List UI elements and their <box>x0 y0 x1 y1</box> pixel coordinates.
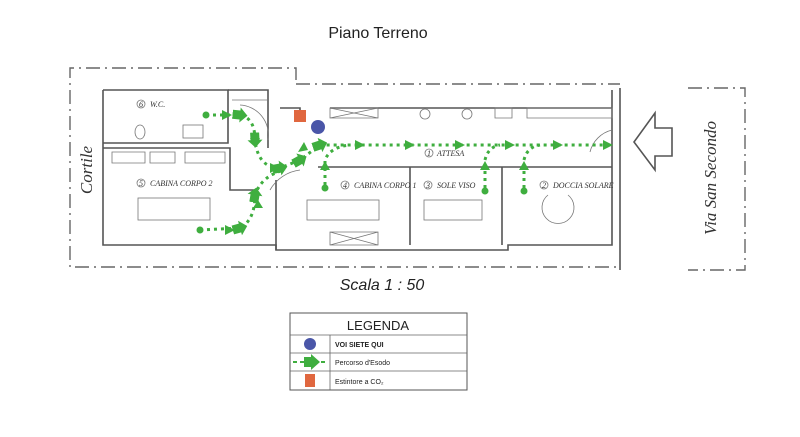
room-label-cabina-corpo-1: 4 CABINA CORPO 1 <box>340 180 417 190</box>
svg-text:1: 1 <box>427 149 431 158</box>
room-label-wc: 6 W.C. <box>136 99 165 109</box>
you-are-here-legend-icon <box>304 338 316 350</box>
room-label-sole-viso: 3 SOLE VISO <box>423 180 476 190</box>
svg-text:DOCCIA SOLARE: DOCCIA SOLARE <box>552 181 614 190</box>
legend-label: Estintore a CO₂ <box>335 379 384 386</box>
legend-label: Percorso d'Esodo <box>335 360 390 367</box>
exit-routes <box>196 107 613 236</box>
svg-text:4: 4 <box>343 181 347 190</box>
room-label-cabina-corpo-2: 5 CABINA CORPO 2 <box>136 178 213 188</box>
plan-title: Piano Terreno <box>328 25 427 42</box>
svg-text:3: 3 <box>425 181 430 190</box>
legend-title: LEGENDA <box>347 318 409 333</box>
svg-text:CABINA CORPO 2: CABINA CORPO 2 <box>150 179 213 188</box>
you-are-here-marker <box>311 120 325 134</box>
fire-extinguisher-icon <box>294 110 306 122</box>
svg-text:5: 5 <box>139 179 143 188</box>
entrance-arrow-icon <box>633 110 673 173</box>
svg-text:6: 6 <box>139 100 143 109</box>
svg-text:ATTESA: ATTESA <box>436 149 464 158</box>
building-walls <box>102 89 613 251</box>
svg-text:CABINA CORPO 1: CABINA CORPO 1 <box>354 181 417 190</box>
shower-icon <box>541 194 575 224</box>
beds <box>137 194 575 224</box>
scale-label: Scala 1 : 50 <box>340 277 425 294</box>
room-label-attesa: 1 ATTESA <box>424 148 464 158</box>
room-label-doccia-solare: 2 DOCCIA SOLARE <box>539 180 614 190</box>
svg-text:2: 2 <box>542 181 546 190</box>
legend: LEGENDA VOI SIETE QUI Percorso d'Esodo E… <box>289 312 468 391</box>
street-label: Via San Secondo <box>701 121 720 235</box>
site-boundary <box>69 67 746 271</box>
svg-text:W.C.: W.C. <box>150 100 165 109</box>
courtyard-label: Cortile <box>77 145 96 194</box>
fire-extinguisher-legend-icon <box>305 374 315 387</box>
svg-text:SOLE VISO: SOLE VISO <box>437 181 476 190</box>
legend-label: VOI SIETE QUI <box>335 342 384 349</box>
exit-route-legend-icon <box>293 354 326 370</box>
